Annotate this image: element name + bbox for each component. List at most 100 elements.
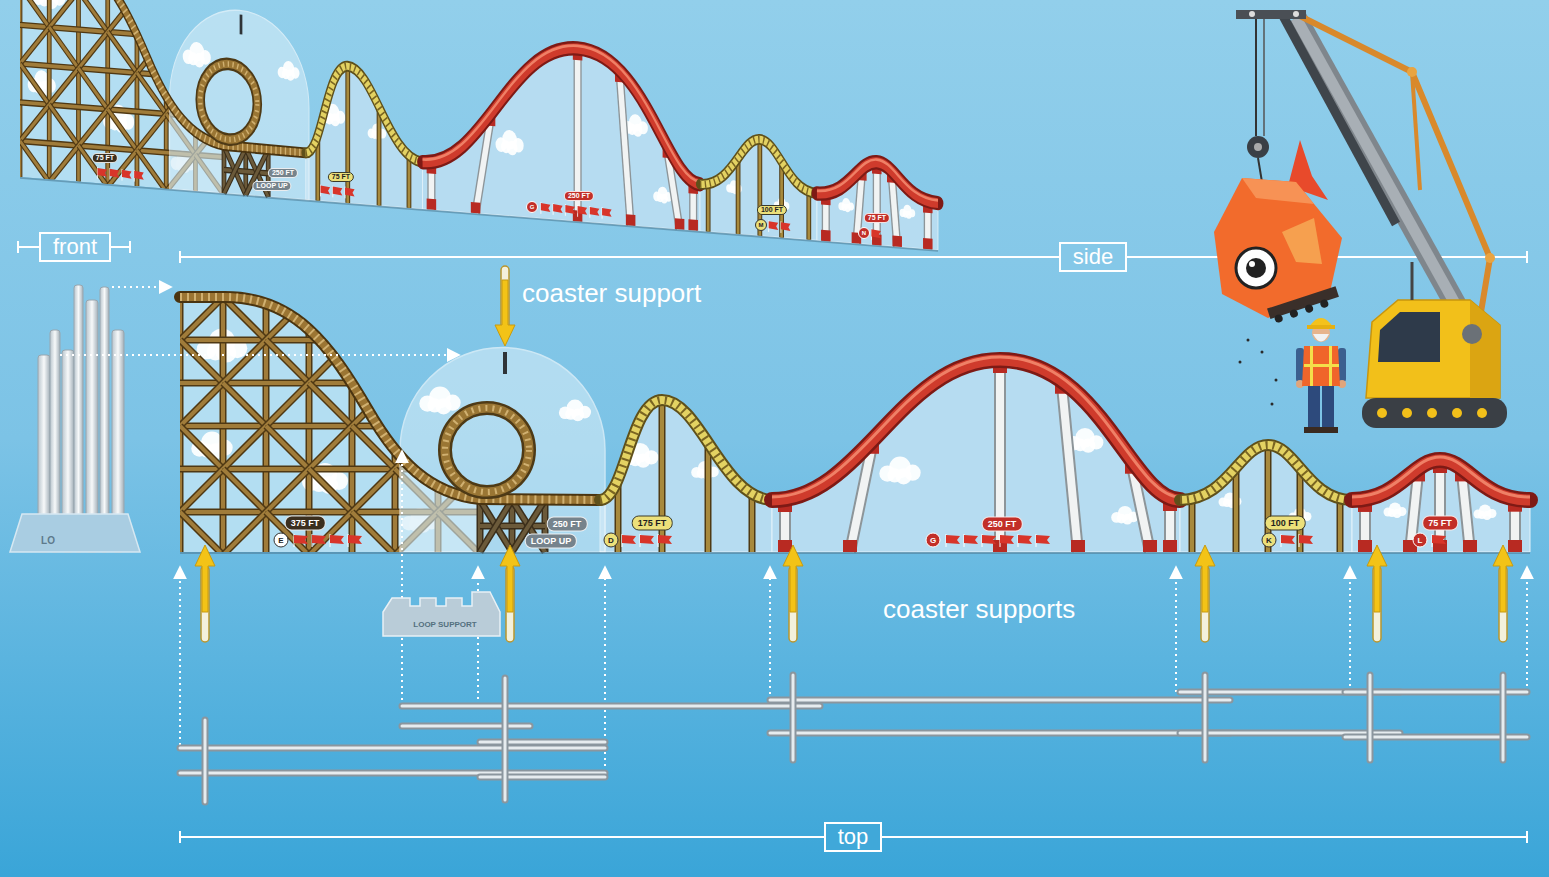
flag [964,535,978,544]
flag [348,535,362,544]
beam-edge [1233,471,1240,552]
beam-edge [438,297,481,340]
dimension-label-box: front [39,232,111,262]
beam [180,383,223,426]
beam-edge [352,340,395,383]
fish-undercarriage [1267,286,1341,324]
beam [223,383,266,426]
fish-fin-side [1282,218,1322,264]
tube [772,360,1180,500]
crane-wheel [1377,408,1387,418]
section-backdrop [1180,445,1352,552]
beam-edge [223,469,266,512]
up-arrow [1367,545,1387,612]
support-sleeve [1143,540,1157,552]
crane-pin [1293,11,1299,17]
rail [402,725,530,728]
coaster-front-elevation [180,290,1530,555]
beam-edge [223,512,266,555]
cloud-puff [1223,499,1231,507]
debris [1271,403,1274,406]
tube-highlight [772,357,1180,497]
cloud-puff [1117,514,1127,524]
beam [266,383,309,426]
beam-edge [352,469,395,512]
beam [438,297,481,340]
tracks [180,297,1530,500]
height-sign: 375 FT [285,516,326,531]
dimension-tick [1526,831,1528,843]
beam-edge [480,523,545,530]
worker [1296,318,1346,433]
up-arrow [500,545,520,612]
top-view-rails [180,675,1527,802]
callout-label: coaster supports [883,594,1075,625]
car-wheel [1274,313,1284,323]
beam-edge [1337,503,1344,552]
crane-cab-side [1470,300,1500,398]
beam [480,500,512,552]
tube-highlight [1352,457,1530,497]
cloud-puff [427,398,441,412]
beam-edge [180,340,223,383]
crane-wheel [1477,408,1487,418]
rail-edge [402,723,530,730]
crane-head [1236,10,1306,19]
dimension-label: top [838,824,869,849]
fish-eye-shine [1249,261,1255,267]
rail-edge [480,739,605,746]
dotted-guides [60,287,1527,772]
side-view-coaster [20,0,938,253]
dotted-guide-arrow [60,354,458,356]
track [180,297,600,500]
rail [504,678,507,800]
section-letter: D [604,533,619,548]
section-letter: N [858,227,870,239]
debris [1261,351,1264,354]
loop-ties [445,408,529,492]
front-view-piece [10,285,140,552]
support-sleeve [1508,540,1522,552]
support-sleeve [1071,540,1085,552]
height-sign: 250 FT [547,517,588,532]
fish-eye [1236,248,1276,288]
rail [180,747,605,750]
support-sleeve [843,540,857,552]
crane-wheel [1402,408,1412,418]
vest-stripe [1304,364,1339,367]
rail [204,720,207,802]
flag [1000,535,1014,544]
beam [223,469,266,512]
beam [352,512,395,555]
beam [309,383,352,426]
backdrop-panel [1352,460,1530,552]
crane-cab [1366,300,1500,398]
support-sleeve [1463,540,1477,552]
vest-stripe [1310,346,1313,386]
flag [1299,535,1313,544]
worker-leg [1308,383,1320,429]
beam [706,446,710,552]
crane-truss [1412,72,1420,190]
worker-shoe [1304,427,1321,433]
height-sign: 100 FT [1265,516,1306,531]
beam [266,469,309,512]
dotted-guide-arrow [1175,568,1177,692]
track-edge [180,297,600,500]
rail [792,675,795,760]
beam [266,340,309,383]
rail-edge [770,697,1230,704]
beam-edge [266,426,309,469]
beam [223,426,266,469]
rail-edge [1202,675,1209,760]
flag [946,535,960,544]
crane-pulley [1247,136,1269,158]
rail [480,741,605,744]
dimension-label: front [53,234,97,259]
beam-edge [309,469,352,512]
track-edge [600,400,772,500]
section-letter: G [526,201,538,213]
backdrop-panel [772,360,1180,552]
crane-boom-joint [1462,324,1482,344]
vest-stripe [1329,346,1332,386]
